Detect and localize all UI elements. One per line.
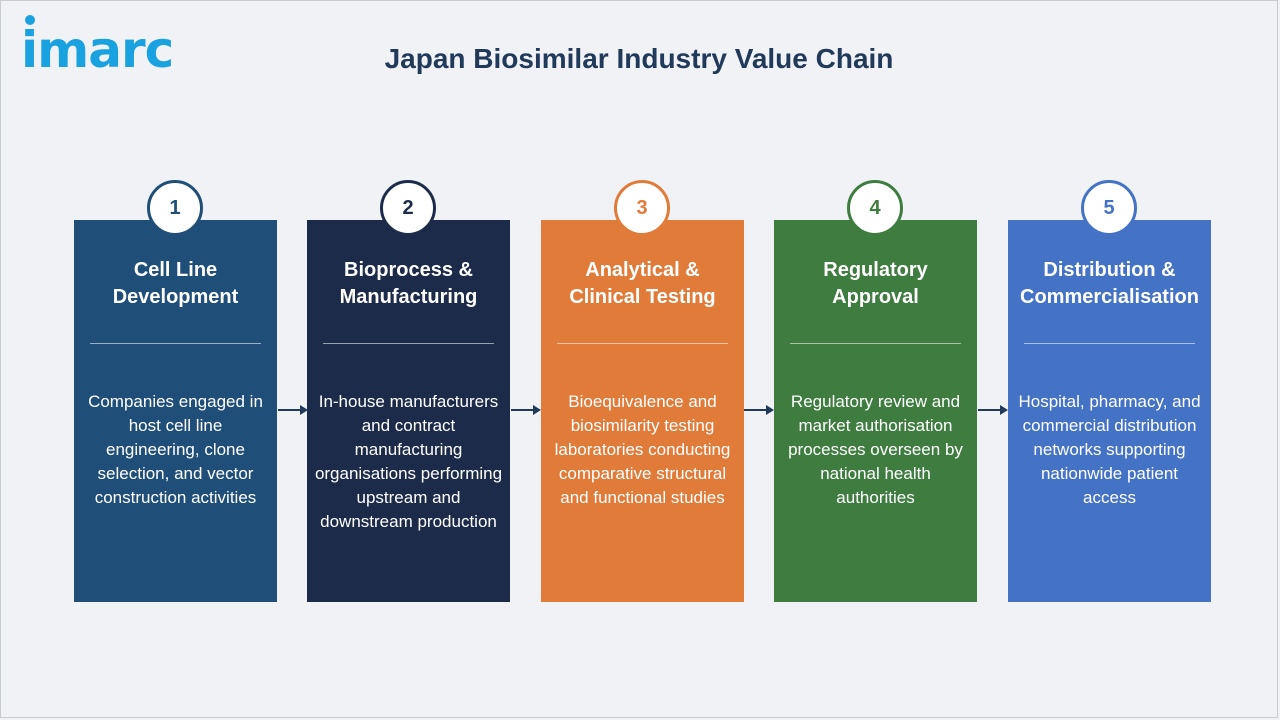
page-title: Japan Biosimilar Industry Value Chain [384, 43, 894, 74]
logo-dot [25, 15, 35, 25]
step-heading-line-4b: Approval [832, 286, 919, 308]
step-heading-line-5b: Commercialisation [1020, 286, 1199, 308]
arrow-right-icon [511, 405, 541, 415]
step-heading-line-5a: Distribution & [1043, 259, 1176, 281]
step-description-2: In-house manufacturers and contract manu… [314, 392, 503, 531]
step-heading-line-3b: Clinical Testing [569, 286, 716, 308]
step-number-badge-3: 3 [614, 180, 670, 236]
step-divider-2 [323, 343, 494, 344]
step-heading-line-1a: Cell Line [133, 259, 218, 281]
step-heading-line-2b: Manufacturing [339, 286, 478, 308]
step-description-1: Companies engaged in host cell line engi… [88, 392, 263, 507]
step-number-badge-5: 5 [1081, 180, 1137, 236]
step-heading-line-3a: Analytical & [585, 259, 700, 281]
step-card-5: Distribution & Commercialisation Hospital… [1008, 220, 1211, 602]
step-description-3: Bioequivalence and biosimilarity testing… [554, 392, 731, 507]
step-number-badge-1: 1 [147, 180, 203, 236]
step-number-badge-2: 2 [380, 180, 436, 236]
arrow-right-icon [744, 405, 774, 415]
step-heading-2: Bioprocess & Manufacturing [307, 252, 510, 316]
step-heading-3: Analytical & Clinical Testing [541, 252, 744, 316]
step-heading-line-2a: Bioprocess & [344, 259, 473, 281]
step-divider-1 [90, 343, 261, 344]
arrow-right-icon [278, 405, 308, 415]
arrow-right-icon [978, 405, 1008, 415]
step-heading-line-4a: Regulatory [823, 259, 928, 281]
step-divider-5 [1024, 343, 1195, 344]
step-card-2: Bioprocess & Manufacturing In-house manuf… [307, 220, 510, 602]
step-heading-5: Distribution & Commercialisation [1008, 252, 1211, 316]
step-divider-4 [790, 343, 961, 344]
step-description-5: Hospital, pharmacy, and commercial distr… [1018, 392, 1201, 507]
step-heading-line-1b: Development [112, 286, 239, 308]
imarc-logo: imarc [21, 21, 174, 79]
step-description-4: Regulatory review and market authorisati… [788, 392, 963, 507]
step-number-badge-4: 4 [847, 180, 903, 236]
step-divider-3 [557, 343, 728, 344]
step-card-3: Analytical & Clinical Testing Bioequivale… [541, 220, 744, 602]
